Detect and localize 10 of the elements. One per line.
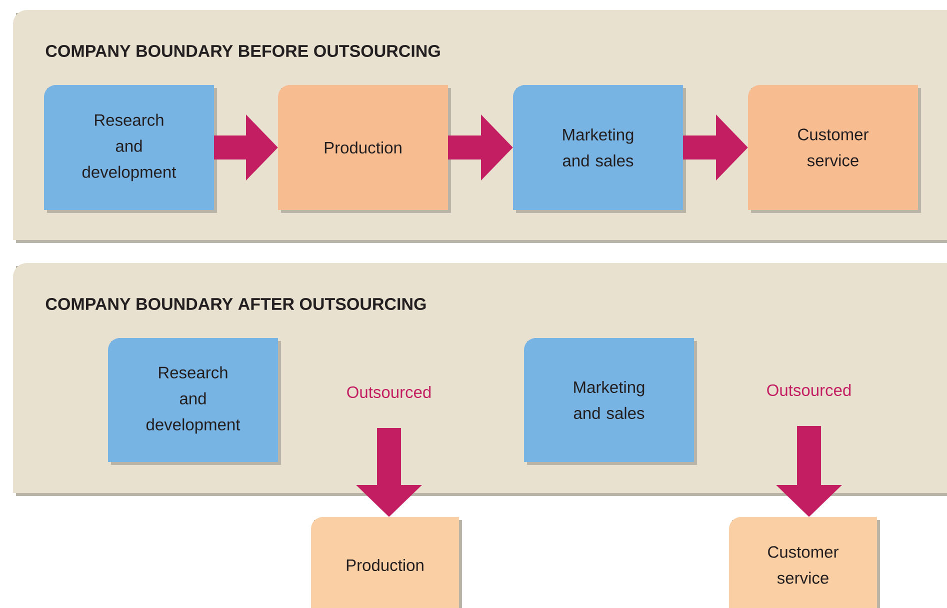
process-box: Production <box>278 85 451 213</box>
outsourced-label: Outsourced <box>767 384 851 396</box>
process-box: Marketing and sales <box>513 85 686 213</box>
process-box: Production <box>311 517 462 608</box>
process-box: Customer service <box>748 85 921 213</box>
process-box: Customer service <box>729 517 880 608</box>
process-box: Research and development <box>108 338 281 465</box>
process-box: Research and development <box>44 85 217 213</box>
outsourced-label: Outsourced <box>347 386 431 398</box>
process-box: Marketing and sales <box>524 338 697 465</box>
